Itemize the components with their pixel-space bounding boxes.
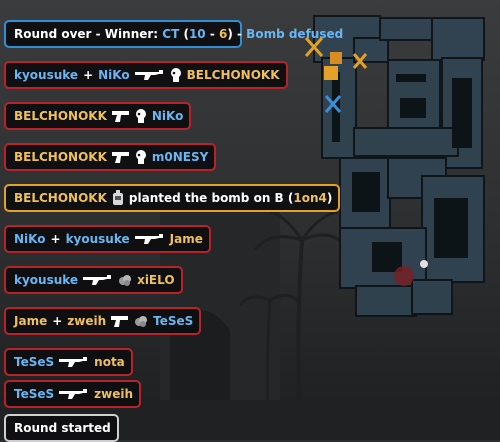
round-started-text: Round started — [14, 421, 111, 435]
bomb-plant-entry: BELCHONOKK planted the bomb on B (1on4) — [4, 184, 341, 212]
winner-team: CT — [162, 27, 180, 41]
round-over-text: Round over - Winner: CT (10 - 6) - Bomb … — [14, 27, 343, 41]
headshot-icon — [135, 108, 147, 124]
killer-name: TeSeS — [14, 355, 55, 369]
kill-entry: BELCHONOKK NiKo — [4, 102, 192, 130]
smoke-icon — [134, 314, 148, 328]
rifle-icon — [134, 68, 165, 82]
separator: - — [232, 27, 247, 41]
smoke-icon — [118, 273, 132, 287]
pistol-icon — [111, 109, 130, 123]
pistol-icon — [111, 150, 130, 164]
pistol-icon — [111, 314, 129, 328]
score-ct: 10 — [188, 27, 206, 41]
victim-name: zweih — [94, 387, 134, 401]
round-over-entry: Round over - Winner: CT (10 - 6) - Bomb … — [4, 20, 343, 48]
clutch-situation: 1on4 — [293, 191, 327, 205]
plant-message: planted the bomb on B ( — [128, 191, 294, 205]
kill-entry: kyousuke + NiKo BELCHONOKK — [4, 61, 288, 89]
kill-entry: NiKo + kyousuke Jame — [4, 225, 211, 253]
headshot-icon — [135, 149, 147, 165]
killer-name: NiKo — [14, 232, 46, 246]
killer-name: kyousuke — [14, 68, 79, 82]
plant-text: planted the bomb on B (1on4) — [129, 191, 332, 205]
plant-paren-close: ) — [326, 191, 333, 205]
kill-entry: TeSeS zweih — [4, 380, 142, 408]
kill-entry: kyousuke xiELO — [4, 266, 183, 294]
kill-entry: Jame + zweih TeSeS — [4, 307, 202, 335]
killer-name: BELCHONOKK — [14, 150, 107, 164]
headshot-icon — [170, 67, 182, 83]
score-t: 6 — [218, 27, 228, 41]
victim-name: Jame — [169, 232, 203, 246]
rifle-icon — [59, 355, 89, 369]
paren-open: ( — [179, 27, 189, 41]
minimap — [292, 8, 496, 334]
assist-plus: + — [50, 232, 61, 246]
victim-name: BELCHONOKK — [186, 68, 280, 82]
killer-name: kyousuke — [14, 273, 79, 287]
round-started-entry: Round started — [4, 414, 119, 442]
minimap-markers — [304, 37, 428, 286]
score-dash: - — [205, 27, 219, 41]
round-reason: Bomb defused — [246, 27, 344, 41]
victim-name: xiELO — [137, 273, 175, 287]
assister-name: zweih — [67, 314, 107, 328]
victim-name: NiKo — [151, 109, 184, 123]
planter-name: BELCHONOKK — [14, 191, 107, 205]
assister-name: kyousuke — [65, 232, 130, 246]
victim-name: m0NESY — [151, 150, 209, 164]
assist-plus: + — [52, 314, 63, 328]
paren-close: ) — [227, 27, 233, 41]
killer-name: BELCHONOKK — [14, 109, 107, 123]
kill-entry: TeSeS nota — [4, 348, 133, 376]
killer-name: Jame — [14, 314, 48, 328]
victim-name: nota — [94, 355, 125, 369]
victim-name: TeSeS — [153, 314, 194, 328]
killer-name: TeSeS — [14, 387, 55, 401]
kill-entry: BELCHONOKK m0NESY — [4, 143, 217, 171]
round-over-prefix: Round over - Winner: — [14, 27, 163, 41]
rifle-icon — [83, 273, 113, 287]
rifle-icon — [59, 387, 89, 401]
assist-plus: + — [83, 68, 94, 82]
bomb-icon — [112, 190, 124, 206]
assister-name: NiKo — [98, 68, 130, 82]
rifle-icon — [134, 232, 165, 246]
